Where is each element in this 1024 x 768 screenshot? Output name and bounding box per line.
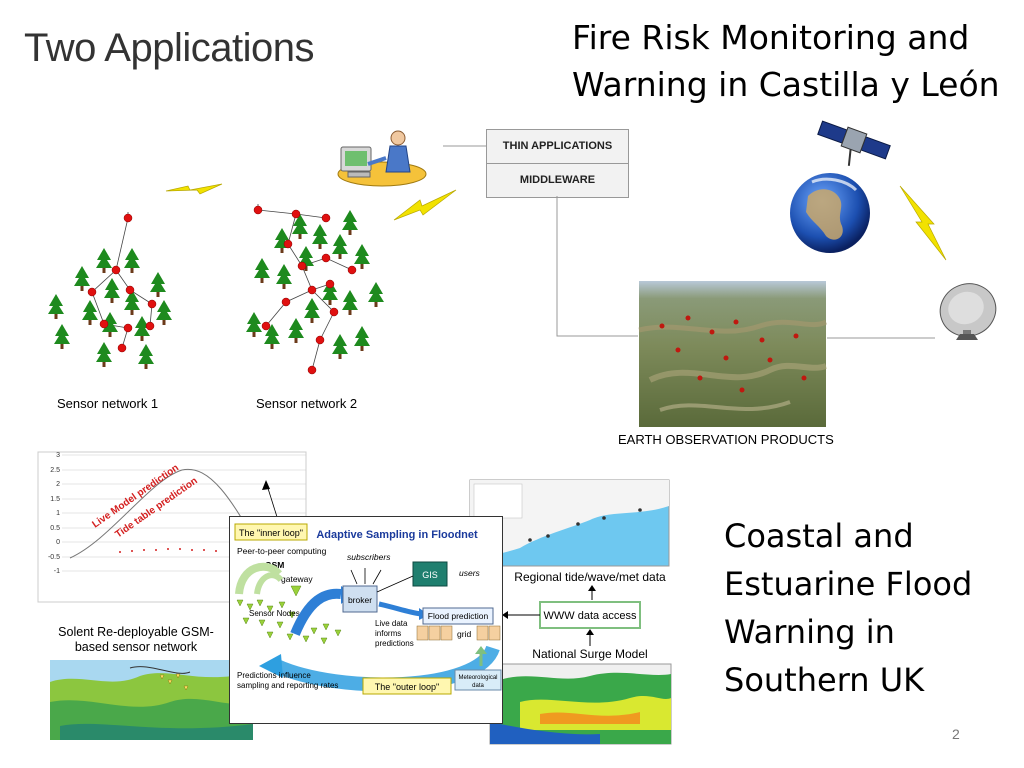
plot-ytick: 0 (56, 539, 60, 546)
satellite-icon (817, 120, 891, 166)
flood-warning-diagram: 3 2.5 2 1.5 1 0.5 0 -0.5 -1 Live Model p… (37, 451, 672, 745)
subscribers-label: subscribers (347, 552, 391, 562)
fire-risk-heading: Fire Risk Monitoring and Warning in Cast… (572, 14, 1000, 108)
connector-lines (443, 145, 935, 339)
gis-label: GIS (422, 570, 438, 580)
plot-ytick: -0.5 (48, 554, 60, 561)
solent-label-line-1: Solent Re-deployable GSM- (58, 625, 214, 639)
lightning-icon (165, 183, 223, 195)
fire-risk-heading-line-1: Fire Risk Monitoring and (572, 18, 970, 57)
coastal-flood-heading-line-3: Warning in (724, 613, 895, 651)
broker-box (342, 585, 378, 613)
plot-ytick: 0.5 (50, 525, 60, 532)
sensor-network-2-label: Sensor network 2 (256, 396, 358, 411)
coastal-flood-heading-line-1: Coastal and (724, 517, 914, 555)
users-label: users (459, 568, 481, 578)
plot-ytick: 1.5 (50, 496, 60, 503)
live-data-label-line-3: predictions (375, 639, 414, 648)
outer-loop-badge (362, 677, 452, 695)
met-data-box (454, 669, 502, 691)
plot-ytick: -1 (54, 568, 60, 575)
coastal-flood-heading: Coastal and Estuarine Flood Warning in S… (724, 512, 972, 704)
gis-box (412, 561, 448, 587)
earth-observation-label: EARTH OBSERVATION PRODUCTS (618, 432, 834, 447)
flood-prediction-label: Flood prediction (428, 611, 489, 621)
sensor-network-1-label: Sensor network 1 (57, 396, 159, 411)
broker-label: broker (348, 595, 372, 605)
inner-loop-label: The "inner loop" (239, 528, 303, 538)
national-surge-map (489, 663, 672, 745)
tree-icon (246, 210, 384, 359)
solent-label-line-2: based sensor network (75, 640, 198, 654)
gsm-label: GSM (265, 560, 284, 570)
floodnet-title: Adaptive Sampling in Floodnet (316, 529, 478, 541)
plot-ytick: 3 (56, 452, 60, 459)
flood-prediction-box (422, 607, 494, 625)
fire-risk-heading-line-2: Warning in Castilla y León (572, 65, 1000, 104)
software-stack: THIN APPLICATIONS MIDDLEWARE (486, 129, 629, 198)
regional-data-label: Regional tide/wave/met data (514, 570, 666, 584)
regional-map (469, 479, 670, 567)
gateway-label: gateway (281, 574, 313, 584)
sensor-network-1 (48, 212, 172, 369)
met-data-label-line-1: Meteorological (458, 675, 497, 681)
p2p-label: Peer-to-peer computing (237, 546, 327, 556)
fire-risk-diagram (48, 120, 997, 427)
www-data-access-label: WWW data access (544, 610, 637, 622)
plot-ytick: 1 (56, 510, 60, 517)
predictions-influence-line-1: Predictions influence (237, 671, 311, 680)
globe-icon (790, 173, 870, 253)
solent-map (50, 660, 253, 740)
live-data-label-line-2: informs (375, 629, 401, 638)
inner-loop-badge (234, 523, 308, 541)
stack-middleware: MIDDLEWARE (487, 163, 628, 197)
coastal-flood-heading-line-2: Estuarine Flood (724, 565, 973, 603)
computer-user-icon (337, 130, 427, 187)
grid-label: grid (457, 629, 471, 639)
tree-icon (48, 248, 172, 369)
sensor-nodes-label: Sensor Nodes (249, 609, 300, 618)
lightning-icon (899, 185, 947, 261)
sensor-network-2 (246, 204, 384, 375)
plot-ytick: 2.5 (50, 467, 60, 474)
predictions-influence-line-2: sampling and reporting rates (237, 681, 338, 690)
grid-cells (416, 625, 501, 641)
lightning-icon (393, 189, 457, 221)
sensor-nodes-group (236, 585, 342, 645)
plot-ytick: 2 (56, 481, 60, 488)
live-data-label-line-1: Live data (375, 619, 408, 628)
earth-observation-image (638, 281, 828, 427)
coastal-flood-heading-line-4: Southern UK (724, 661, 925, 699)
stack-thin-applications: THIN APPLICATIONS (502, 140, 613, 152)
www-data-access-box (539, 601, 641, 629)
satellite-dish-icon (939, 283, 997, 340)
outer-loop-label: The "outer loop" (375, 682, 439, 692)
met-data-label-line-2: data (472, 683, 484, 689)
slide-title: Two Applications (24, 26, 314, 70)
national-surge-model-label: National Surge Model (532, 647, 647, 661)
floodnet-panel: Adaptive Sampling in Floodnet The "inner… (229, 516, 503, 724)
slide-number: 2 (952, 726, 960, 742)
